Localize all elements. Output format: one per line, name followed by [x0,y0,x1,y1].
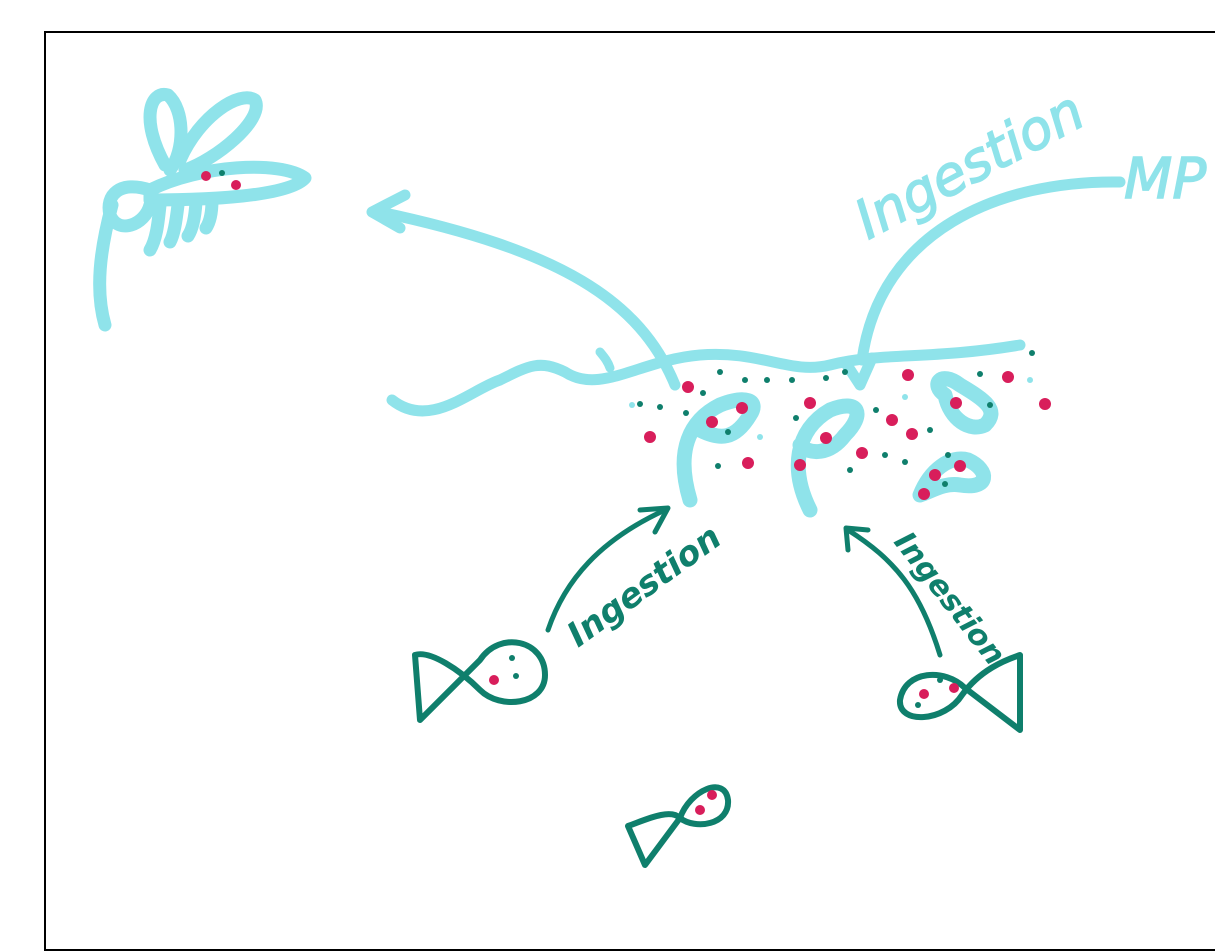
fish-particles-right [915,677,959,708]
mosquito-particles [201,170,241,190]
fish-icon [625,784,731,868]
arrow-fish-right [843,525,943,658]
arrow-to-mosquito [366,189,681,391]
water-surface [386,339,1026,417]
fish-particles-left [489,655,519,685]
fish-icon [897,652,1023,733]
ingestion-label-left: Ingestion [560,517,729,655]
diagram-canvas: Ingestion MP Ingestion Ingestion [93,78,1207,868]
arrow-fish-left [545,505,671,633]
mosquito-icon [93,88,312,332]
mp-label: MP [1124,147,1206,212]
fish-particles-bottom [695,790,717,815]
microplastic-particles [629,350,1051,500]
ingestion-label-right: Ingestion [887,525,1012,672]
polyp-icon [676,371,999,518]
ingestion-label-top: Ingestion [845,79,1095,252]
fish-icon [412,639,548,723]
arrow-from-mp [839,176,1126,391]
